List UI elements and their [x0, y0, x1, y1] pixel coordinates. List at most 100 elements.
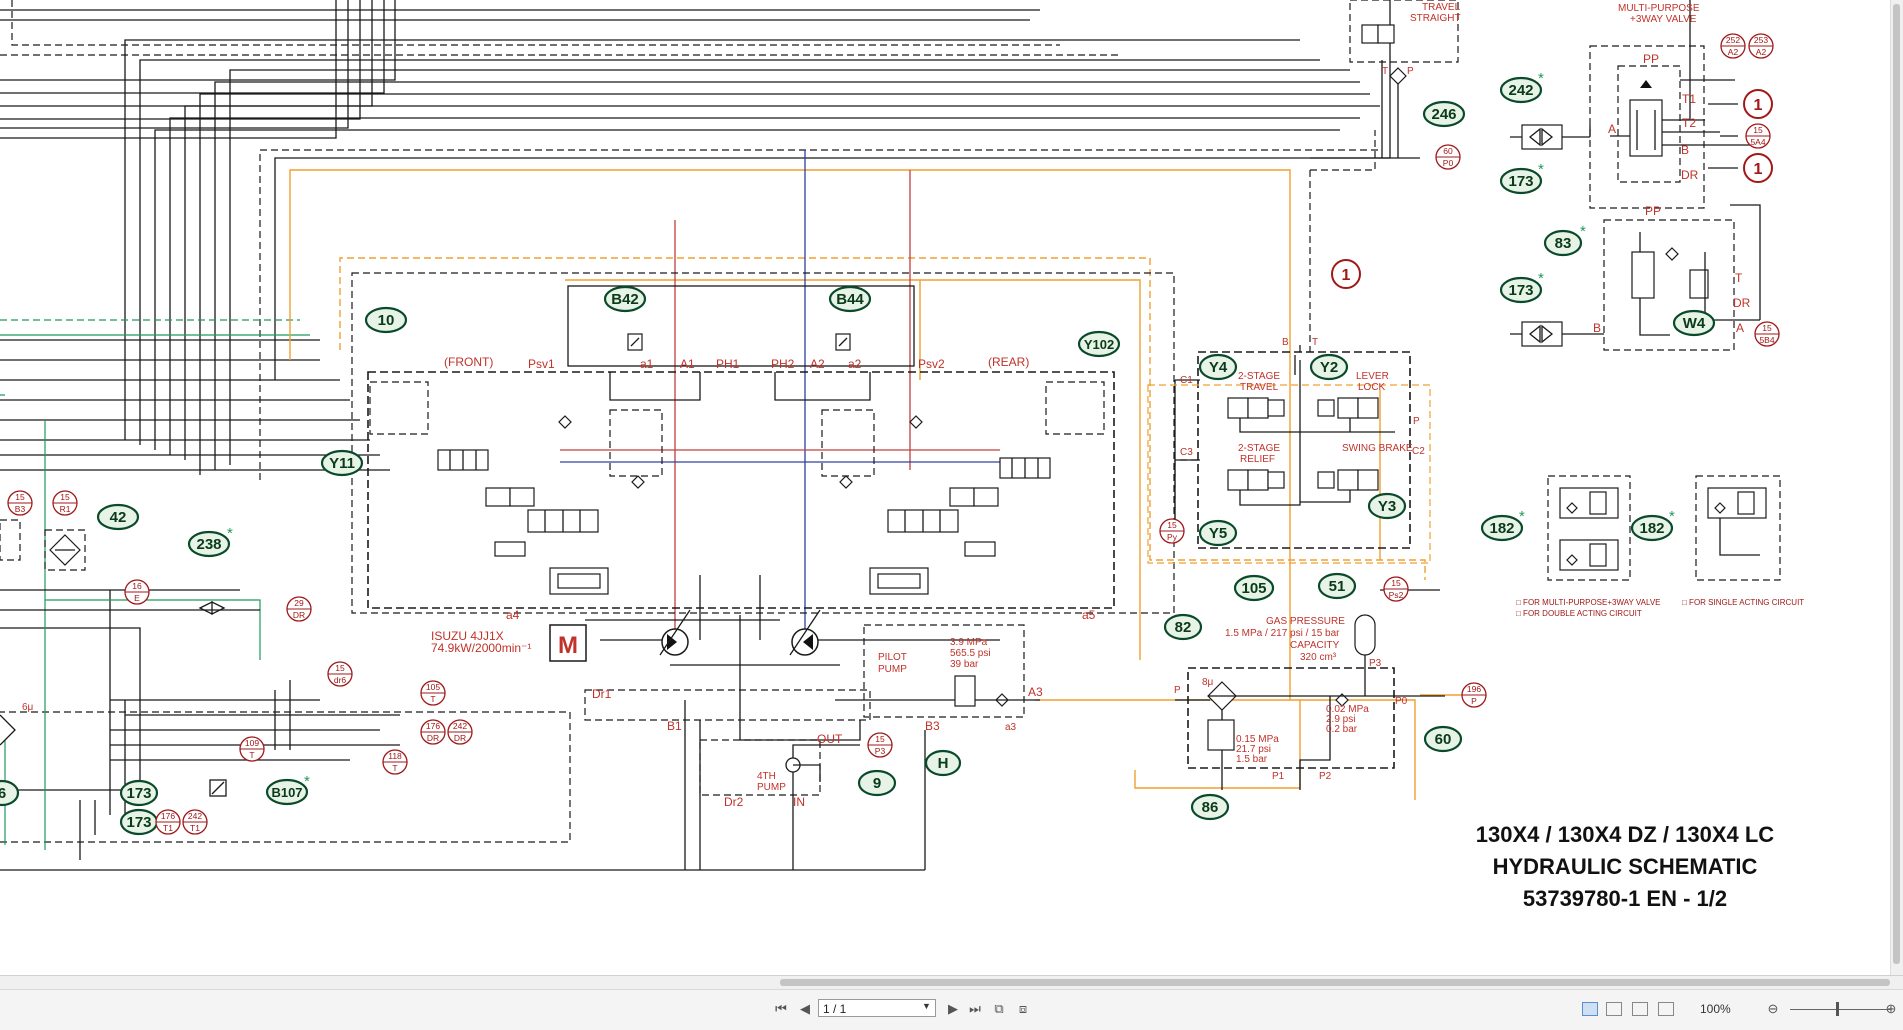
two-page-continuous-view-icon[interactable]: [1658, 1002, 1674, 1016]
callout-83[interactable]: 83*: [1545, 223, 1586, 255]
ref-118-t[interactable]: 118T: [383, 750, 407, 774]
ref-176-t1[interactable]: 176T1: [156, 810, 180, 834]
svg-text:0.2 bar: 0.2 bar: [1326, 724, 1358, 735]
page-number-input[interactable]: 1 / 1: [818, 999, 936, 1017]
callout-173-a[interactable]: 173: [121, 781, 157, 805]
last-page-icon[interactable]: ⏭: [966, 1000, 984, 1018]
svg-text:29: 29: [294, 598, 304, 608]
zoom-level[interactable]: 100%: [1700, 1000, 1731, 1018]
svg-text:R1: R1: [60, 504, 71, 514]
callout-173-d[interactable]: 173*: [1501, 270, 1544, 302]
callout-105[interactable]: 105: [1235, 576, 1273, 600]
callout-w4[interactable]: W4: [1674, 311, 1714, 335]
svg-text:3.9 MPa: 3.9 MPa: [950, 637, 988, 648]
svg-text:Y3: Y3: [1378, 498, 1396, 515]
ref-15-ps2[interactable]: 15Ps2: [1384, 577, 1408, 601]
vertical-scroll-thumb[interactable]: [1893, 4, 1900, 964]
callout-82[interactable]: 82: [1165, 615, 1201, 639]
ref-15-dr6[interactable]: 15dr6: [328, 662, 352, 686]
horizontal-scroll-thumb[interactable]: [780, 979, 1890, 986]
ref-242-t1[interactable]: 242T1: [183, 810, 207, 834]
ref-109-t[interactable]: 109T: [240, 737, 264, 761]
next-page-icon[interactable]: ▶: [944, 1000, 962, 1018]
svg-text:173: 173: [126, 814, 151, 831]
fit-width-icon[interactable]: ⧈: [1014, 1000, 1032, 1018]
callout-6[interactable]: 6: [0, 781, 18, 805]
document-viewport[interactable]: .ln { fill:none; stroke:#1a1a1a; stroke-…: [0, 0, 1903, 975]
first-page-icon[interactable]: ⏮: [772, 1000, 790, 1018]
callout-y4[interactable]: Y4: [1200, 355, 1236, 379]
ref-15-r1[interactable]: 15R1: [53, 491, 77, 515]
sheet-ref-1-c[interactable]: 1: [1332, 260, 1360, 288]
callout-51[interactable]: 51: [1319, 574, 1355, 598]
ref-15-5b4[interactable]: 155B4: [1755, 322, 1779, 346]
callout-173-b[interactable]: 173: [121, 810, 157, 834]
previous-page-icon[interactable]: ◀: [796, 1000, 814, 1018]
ref-176-dr[interactable]: 176DR: [421, 720, 445, 744]
title-line-1: 130X4 / 130X4 DZ / 130X4 LC: [1476, 822, 1775, 847]
ref-15-py[interactable]: 15Py: [1160, 519, 1184, 543]
callout-173-c[interactable]: 173*: [1501, 161, 1544, 193]
page-dropdown-caret-icon[interactable]: ▼: [922, 1001, 931, 1011]
callout-y2[interactable]: Y2: [1311, 355, 1347, 379]
two-page-view-icon[interactable]: [1632, 1002, 1648, 1016]
single-page-view-icon[interactable]: [1582, 1002, 1598, 1016]
zoom-slider[interactable]: [1790, 1009, 1890, 1010]
callout-b107[interactable]: B107*: [267, 773, 310, 804]
vertical-scrollbar[interactable]: [1890, 0, 1903, 975]
svg-text:P3: P3: [875, 746, 886, 756]
ref-16-e[interactable]: 16E: [125, 580, 149, 604]
svg-text:LOCK: LOCK: [1358, 382, 1386, 393]
ref-105-t[interactable]: 105T: [421, 681, 445, 705]
svg-text:6: 6: [0, 785, 6, 802]
callout-b42[interactable]: B42: [605, 287, 645, 311]
fit-page-icon[interactable]: ⧉: [990, 1000, 1008, 1018]
zoom-out-icon[interactable]: ⊖: [1764, 1000, 1782, 1018]
svg-text:DR: DR: [293, 610, 305, 620]
zoom-slider-handle[interactable]: [1836, 1002, 1839, 1016]
svg-text:T2: T2: [1682, 116, 1696, 130]
sheet-ref-1-a[interactable]: 1: [1744, 90, 1772, 118]
callout-y5[interactable]: Y5: [1200, 521, 1236, 545]
ref-15-p3[interactable]: 15P3: [868, 733, 892, 757]
callout-182-b[interactable]: 182*: [1632, 508, 1675, 540]
callout-86[interactable]: 86: [1192, 795, 1228, 819]
svg-text:B: B: [1681, 143, 1689, 157]
ref-196-p[interactable]: 196P: [1462, 683, 1486, 707]
svg-text:5B4: 5B4: [1759, 335, 1774, 345]
relief-valves-182-double: [1548, 476, 1630, 580]
ref-29-dr[interactable]: 29DR: [287, 597, 311, 621]
callout-182-a[interactable]: 182*: [1482, 508, 1525, 540]
continuous-view-icon[interactable]: [1606, 1002, 1622, 1016]
callout-242[interactable]: 242*: [1501, 70, 1544, 102]
ref-252-a2[interactable]: 252A2: [1721, 34, 1745, 58]
horizontal-scrollbar[interactable]: [0, 975, 1903, 990]
callout-42[interactable]: 42: [98, 505, 138, 529]
ref-242-dr[interactable]: 242DR: [448, 720, 472, 744]
svg-text:Psv1: Psv1: [528, 357, 555, 371]
label-multi-purpose-2: +3WAY VALVE: [1630, 14, 1697, 25]
svg-text:173: 173: [1508, 173, 1533, 190]
callout-238[interactable]: 238*: [189, 525, 233, 556]
viewer-toolbar: ⏮ ◀ 1 / 1 ▼ ▶ ⏭ ⧉ ⧈ 100% ⊖ ⊕: [0, 989, 1903, 1030]
ref-15-5a4[interactable]: 155A4: [1746, 124, 1770, 148]
svg-text:253: 253: [1754, 35, 1768, 45]
callout-9[interactable]: 9: [859, 771, 895, 795]
sheet-ref-1-b[interactable]: 1: [1744, 154, 1772, 182]
svg-text:P0: P0: [1395, 696, 1408, 707]
callout-10[interactable]: 10: [366, 308, 406, 332]
zoom-in-icon[interactable]: ⊕: [1882, 1000, 1900, 1018]
callout-b44[interactable]: B44: [830, 287, 870, 311]
callout-y102[interactable]: Y102: [1079, 332, 1119, 356]
ref-15-b3[interactable]: 15B3: [8, 491, 32, 515]
svg-text:15: 15: [335, 663, 345, 673]
ref-60-p0[interactable]: 60P0: [1436, 145, 1460, 169]
callout-h[interactable]: H: [926, 751, 960, 775]
check-valve-173-lower: [1510, 322, 1604, 346]
callout-y11[interactable]: Y11: [322, 451, 362, 475]
callout-60[interactable]: 60: [1425, 727, 1461, 751]
ref-253-a2[interactable]: 253A2: [1749, 34, 1773, 58]
callout-y3[interactable]: Y3: [1369, 494, 1405, 518]
svg-text:*: *: [1538, 270, 1544, 287]
callout-246[interactable]: 246: [1424, 102, 1464, 126]
